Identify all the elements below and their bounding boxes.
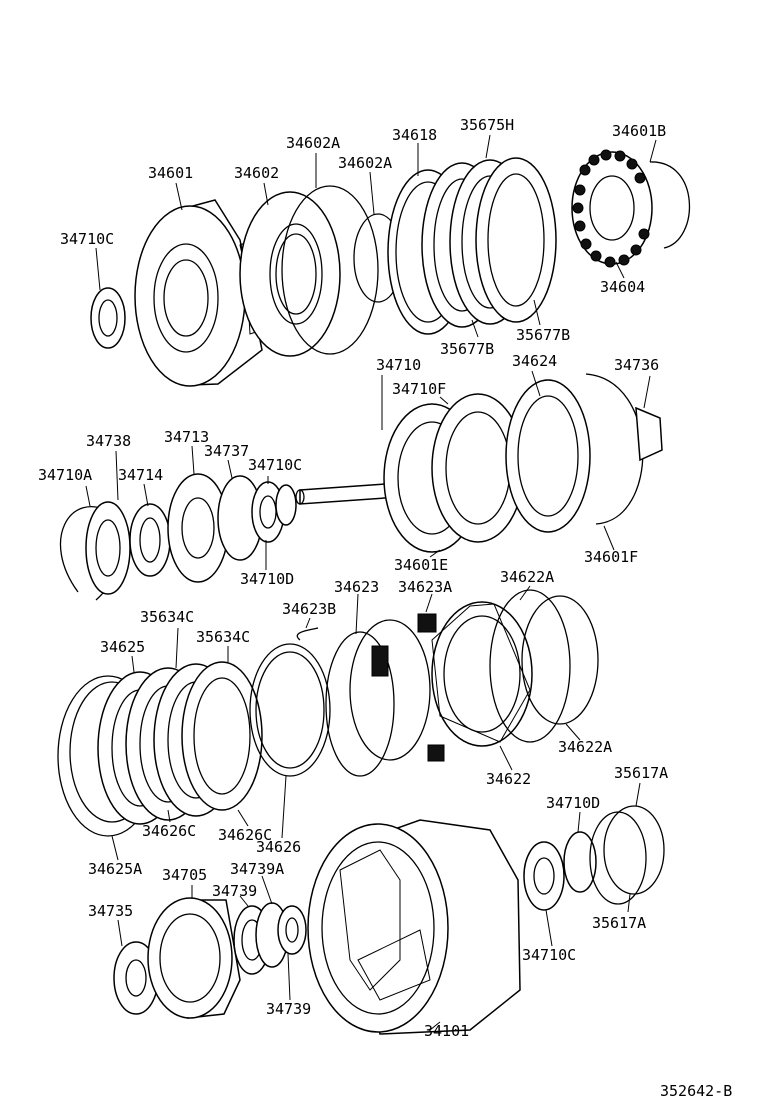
part-34602a-seal-large[interactable] <box>281 185 379 355</box>
label-34602a: 34602A <box>286 134 340 152</box>
label-35677b-right: 35677B <box>516 326 570 344</box>
label-34623: 34623 <box>334 578 379 596</box>
label-34710a: 34710A <box>38 466 92 484</box>
leader-lines <box>85 134 657 1031</box>
label-34735: 34735 <box>88 902 133 920</box>
label-34710d-bottom: 34710D <box>546 794 600 812</box>
label-34739-bottom: 34739 <box>266 1000 311 1018</box>
part-34604-spring-set[interactable] <box>571 149 653 268</box>
label-34601e: 34601E <box>394 556 448 574</box>
part-34601e-carrier[interactable] <box>383 393 525 553</box>
label-34601f: 34601F <box>584 548 638 566</box>
label-34710c-mid: 34710C <box>248 456 302 474</box>
label-34739a: 34739A <box>230 860 284 878</box>
label-35634c-right: 35634C <box>196 628 250 646</box>
part-34602-piston[interactable] <box>239 191 341 357</box>
part-34601b-snap-ring[interactable] <box>649 161 691 249</box>
part-34623a-springs[interactable] <box>371 613 445 762</box>
label-34601b: 34601B <box>612 122 666 140</box>
label-34626c-left: 34626C <box>142 822 196 840</box>
label-35617a-top: 35617A <box>614 764 668 782</box>
label-34626: 34626 <box>256 838 301 856</box>
part-34710d-bearing[interactable] <box>275 484 297 526</box>
label-34623a: 34623A <box>398 578 452 596</box>
label-34710d-mid: 34710D <box>240 570 294 588</box>
part-34710c-washer[interactable] <box>90 287 126 349</box>
label-34705: 34705 <box>162 866 207 884</box>
label-34622a-top: 34622A <box>500 568 554 586</box>
part-35675h-plates[interactable] <box>421 157 557 328</box>
part-34622-piston[interactable] <box>431 601 533 747</box>
part-34710d-case-bearing[interactable] <box>563 831 597 893</box>
part-34739a-bearing[interactable] <box>277 905 307 955</box>
part-35634c-plates[interactable] <box>97 661 263 825</box>
label-34710: 34710 <box>376 356 421 374</box>
label-34710f: 34710F <box>392 380 446 398</box>
label-34622: 34622 <box>486 770 531 788</box>
label-34713: 34713 <box>164 428 209 446</box>
label-35617a-bottom: 35617A <box>592 914 646 932</box>
label-34736: 34736 <box>614 356 659 374</box>
label-34738: 34738 <box>86 432 131 450</box>
label-34624: 34624 <box>512 352 557 370</box>
part-34622a-seals[interactable] <box>489 589 599 743</box>
part-34626-ring[interactable] <box>249 643 331 777</box>
label-34604: 34604 <box>600 278 645 296</box>
label-34618: 34618 <box>392 126 437 144</box>
part-35617a-rings[interactable] <box>589 805 665 905</box>
label-34625a: 34625A <box>88 860 142 878</box>
part-34713-gear[interactable] <box>167 473 229 583</box>
label-34623b: 34623B <box>282 600 336 618</box>
part-34705-drum[interactable] <box>147 897 241 1019</box>
label-34602: 34602 <box>234 164 279 182</box>
label-34601: 34601 <box>148 164 193 182</box>
part-34623b-ring[interactable] <box>296 627 319 641</box>
label-35677b-left: 35677B <box>440 340 494 358</box>
label-34602a-small: 34602A <box>338 154 392 172</box>
label-34710c-bottom: 34710C <box>522 946 576 964</box>
label-34101: 34101 <box>424 1022 469 1040</box>
part-34601-drum[interactable] <box>134 199 263 387</box>
part-labels: 34601 34602 34602A 34602A 34618 35675H 3… <box>38 116 668 1040</box>
part-34624-ring-gear[interactable] <box>505 379 591 533</box>
part-34714-bearing[interactable] <box>129 503 171 577</box>
label-34625: 34625 <box>100 638 145 656</box>
part-34710c-case-washer[interactable] <box>523 841 565 911</box>
part-34739-washer[interactable] <box>233 902 289 975</box>
label-34622a-bottom: 34622A <box>558 738 612 756</box>
part-34101-case[interactable] <box>307 819 521 1035</box>
label-35675h: 35675H <box>460 116 514 134</box>
figure-id: 352642-B <box>660 1082 732 1100</box>
label-34626c-right: 34626C <box>218 826 272 844</box>
part-34738-race[interactable] <box>85 501 131 595</box>
label-34714: 34714 <box>118 466 163 484</box>
label-34710c-top: 34710C <box>60 230 114 248</box>
label-34739-top: 34739 <box>212 882 257 900</box>
label-34737: 34737 <box>204 442 249 460</box>
part-34601f-snap-ring[interactable] <box>585 373 644 525</box>
part-34736-clip[interactable] <box>635 406 663 462</box>
part-34623-ring[interactable] <box>325 619 431 777</box>
label-35634c-left: 35634C <box>140 608 194 626</box>
